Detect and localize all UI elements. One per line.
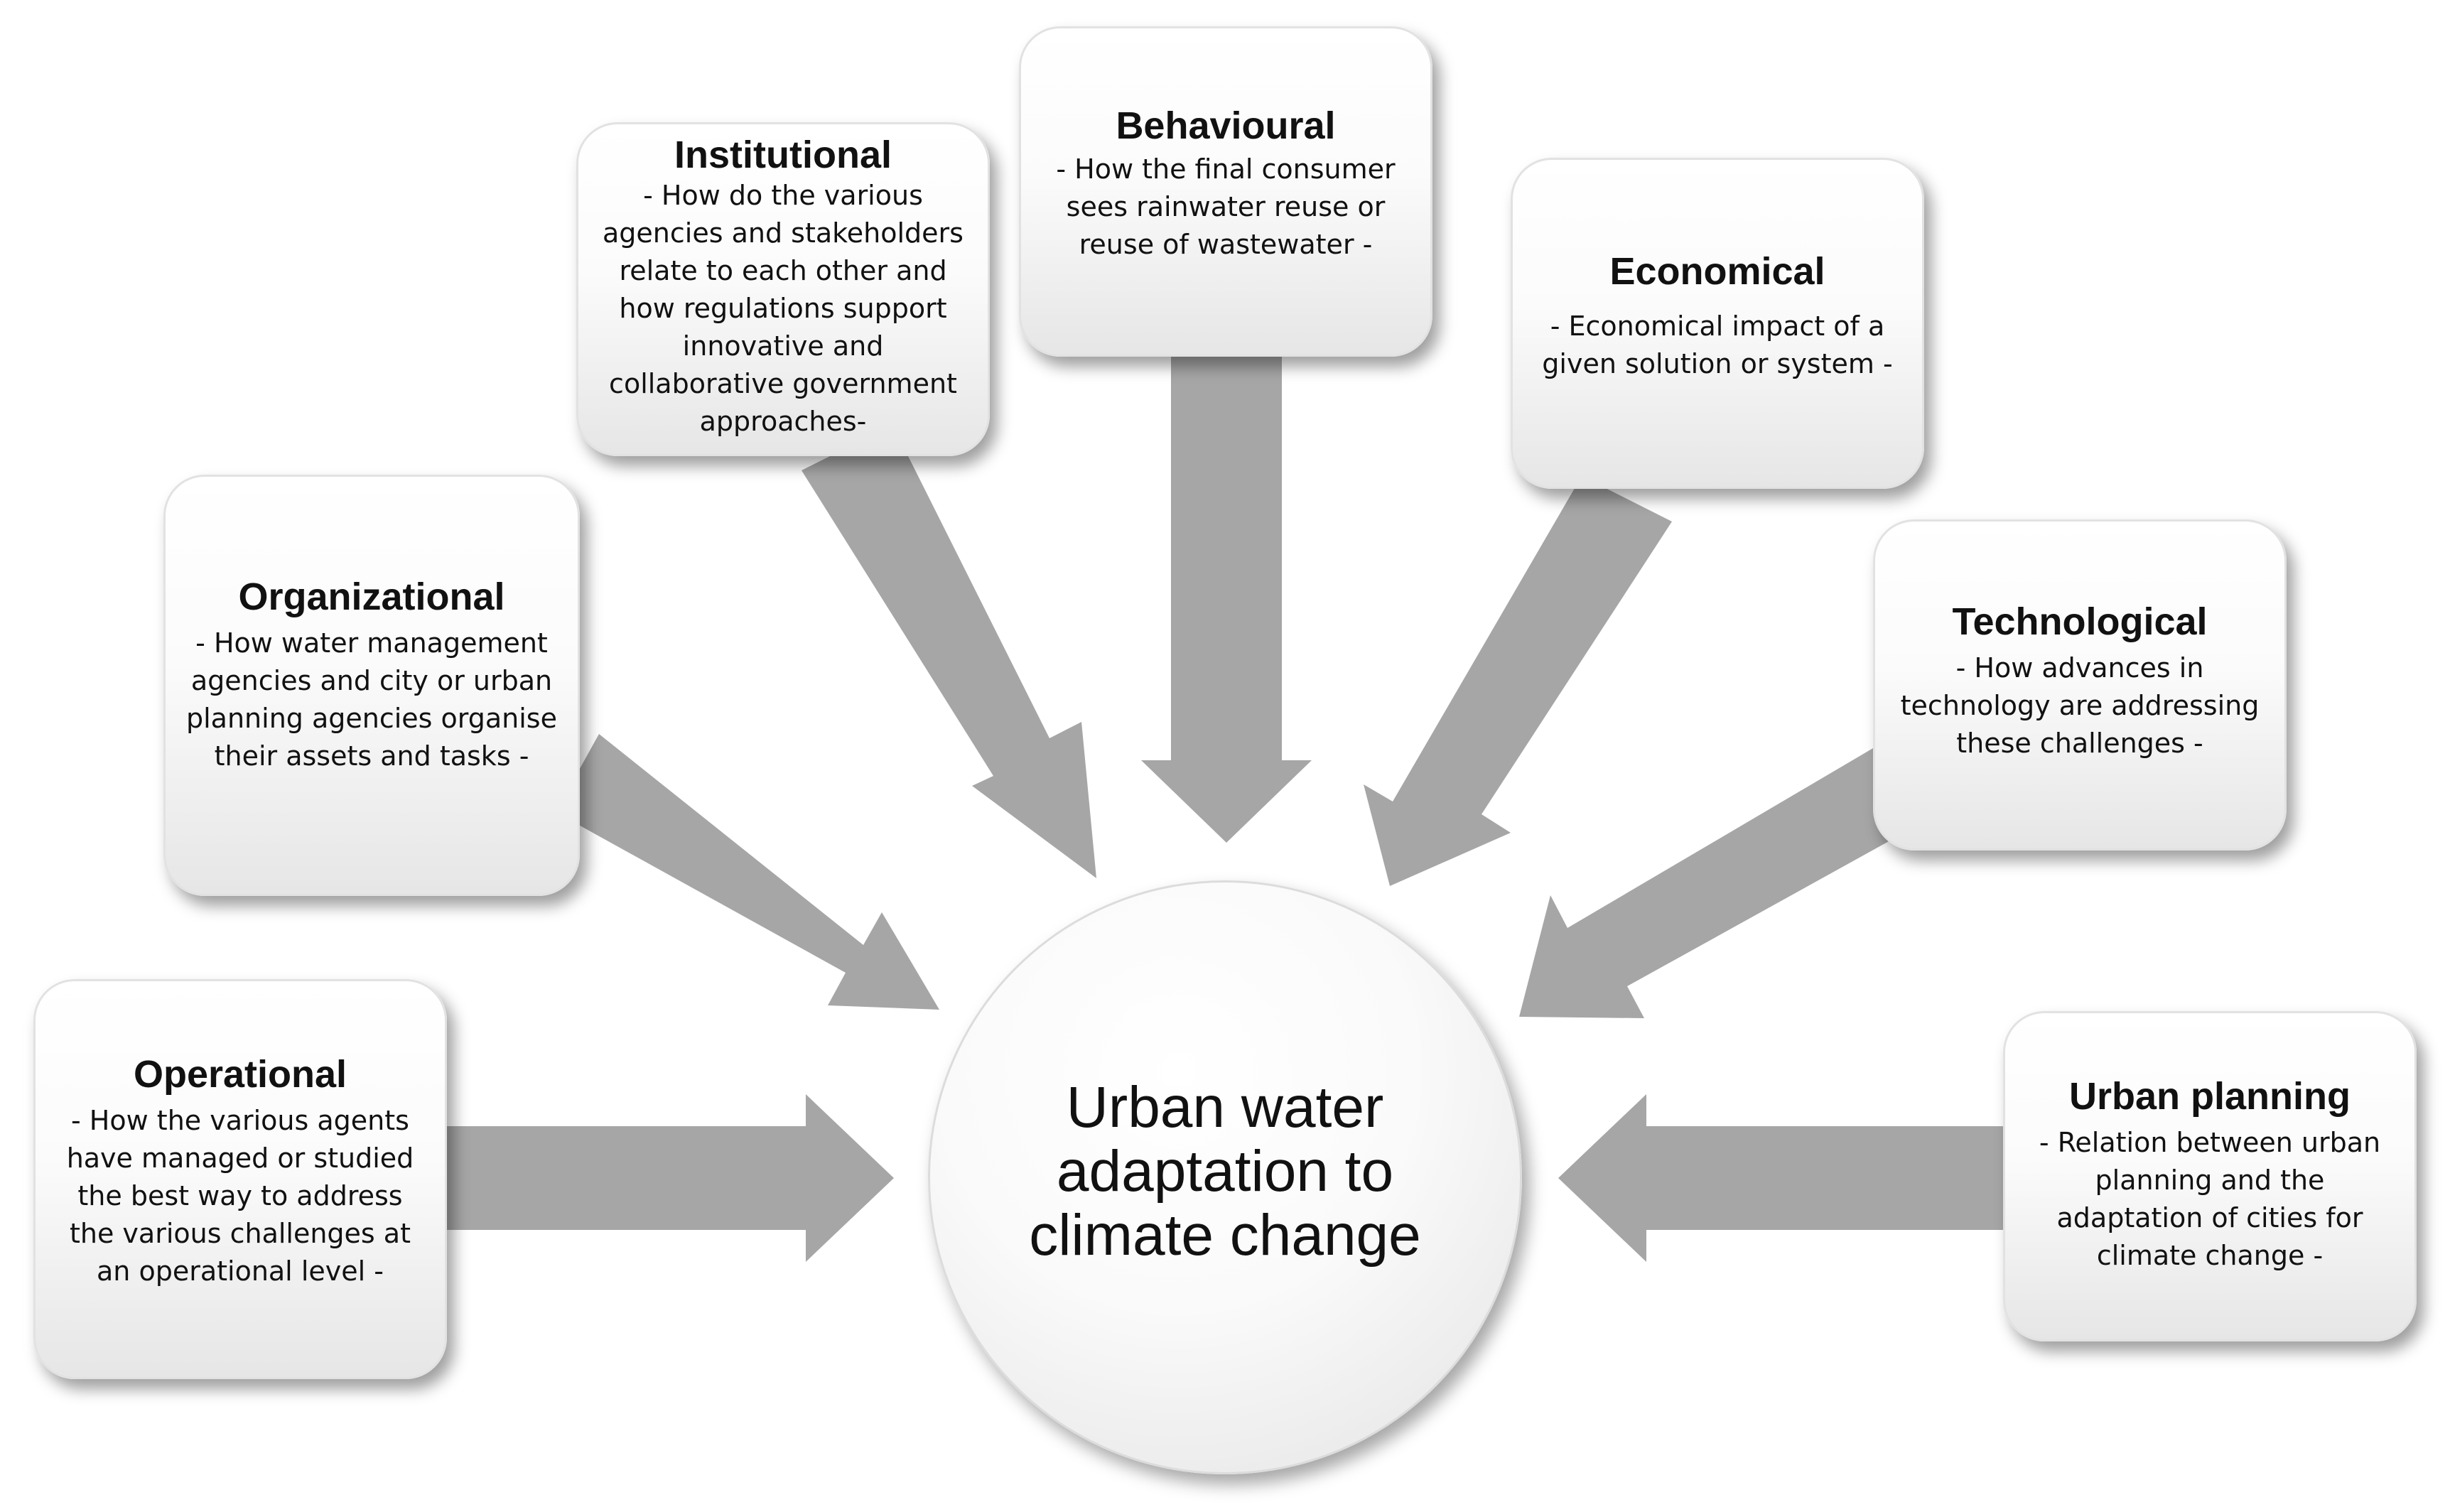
box-title: Organizational	[238, 576, 505, 618]
box-institutional: Institutional - How do the various agenc…	[576, 122, 990, 456]
box-description: - Relation between urban planning and th…	[2039, 1127, 2381, 1271]
arrow-economical	[1364, 476, 1672, 886]
arrow-operational	[441, 1094, 894, 1262]
box-description: - How do the various agencies and stakeh…	[603, 180, 964, 437]
arrow-urban-planning	[1558, 1094, 2011, 1262]
box-title: Behavioural	[1116, 104, 1336, 147]
box-technological: Technological - How advances in technolo…	[1873, 519, 2287, 850]
box-title: Technological	[1952, 600, 2208, 643]
arrow-technological	[1519, 748, 1917, 1018]
box-description: - How advances in technology are address…	[1900, 652, 2260, 759]
box-operational: Operational - How the various agents hav…	[33, 979, 447, 1379]
box-urban-planning: Urban planning - Relation between urban …	[2003, 1011, 2417, 1341]
box-description: - How the final consumer sees rainwater …	[1056, 153, 1396, 260]
arrow-organizational	[556, 734, 939, 1010]
center-circle: Urban water adaptation to climate change	[928, 880, 1522, 1474]
center-label: Urban water adaptation to climate change	[1029, 1075, 1421, 1268]
box-title: Economical	[1609, 250, 1825, 293]
box-title: Urban planning	[2069, 1075, 2351, 1118]
box-description: - How the various agents have managed or…	[66, 1105, 414, 1287]
box-economical: Economical - Economical impact of a give…	[1511, 158, 1924, 489]
box-title: Institutional	[674, 134, 892, 176]
arrow-behavioural	[1141, 348, 1312, 843]
arrow-institutional	[802, 425, 1096, 878]
box-title: Operational	[133, 1053, 347, 1096]
box-organizational: Organizational - How water management ag…	[163, 475, 580, 896]
box-behavioural: Behavioural - How the final consumer see…	[1019, 26, 1432, 357]
box-description: - How water management agencies and city…	[186, 627, 557, 772]
box-description: - Economical impact of a given solution …	[1542, 310, 1893, 379]
